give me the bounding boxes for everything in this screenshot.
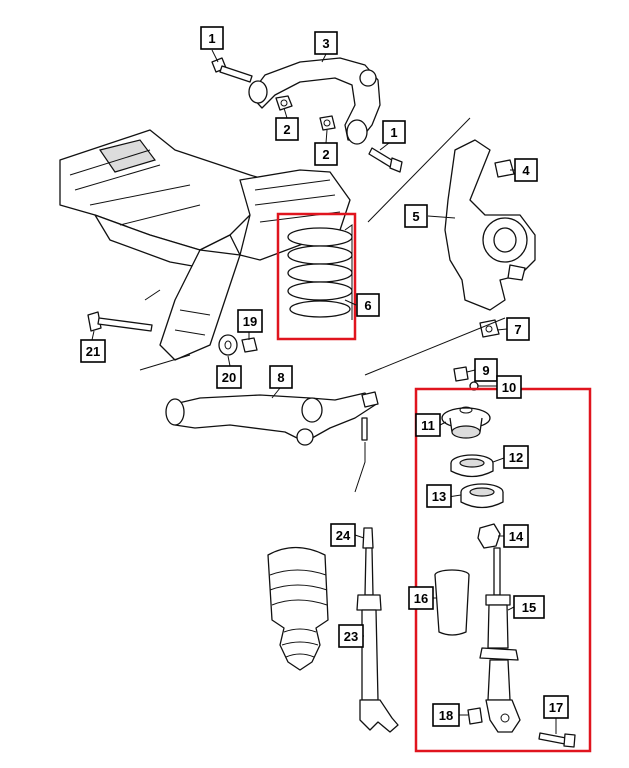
svg-text:4: 4 [522, 163, 530, 178]
svg-text:12: 12 [509, 450, 523, 465]
callout-23[interactable]: 23 [338, 624, 364, 648]
svg-text:1: 1 [390, 125, 397, 140]
nut-4 [494, 159, 515, 178]
callout-16[interactable]: 16 [408, 586, 434, 610]
air-spring [267, 546, 329, 671]
svg-text:3: 3 [322, 36, 329, 51]
svg-text:18: 18 [439, 708, 453, 723]
svg-text:23: 23 [344, 629, 358, 644]
strut-assembly [479, 547, 521, 733]
coil-spring [287, 224, 353, 320]
valve-24 [362, 527, 374, 549]
svg-text:14: 14 [509, 529, 524, 544]
strut-upper-mount [441, 406, 491, 439]
svg-text:16: 16 [414, 591, 428, 606]
callout-1-lower-bolt[interactable]: 1 [382, 120, 406, 144]
bolt-17 [538, 732, 576, 748]
shock-absorber [356, 547, 399, 733]
svg-text:20: 20 [222, 370, 236, 385]
dust-boot [434, 569, 470, 636]
svg-text:6: 6 [364, 298, 371, 313]
callout-14[interactable]: 14 [503, 524, 529, 548]
svg-text:8: 8 [277, 370, 284, 385]
callout-17[interactable]: 17 [543, 695, 569, 719]
washer-20 [218, 334, 238, 356]
nut-19 [241, 337, 258, 353]
highlight-coil-spring [276, 212, 357, 341]
callout-9[interactable]: 9 [474, 358, 498, 382]
svg-text:5: 5 [412, 209, 419, 224]
lower-control-arm [165, 391, 379, 493]
nut-2-left [275, 95, 293, 111]
svg-text:17: 17 [549, 700, 563, 715]
steering-knuckle [444, 139, 536, 311]
callout-20[interactable]: 20 [216, 365, 242, 389]
guide-line-lower [364, 317, 506, 376]
callout-24[interactable]: 24 [330, 523, 356, 547]
callout-1-upper-bolt[interactable]: 1 [200, 26, 224, 50]
guide-line-knuckle [367, 117, 471, 223]
svg-text:9: 9 [482, 363, 489, 378]
svg-text:24: 24 [336, 528, 351, 543]
bolt-1-lower [368, 147, 403, 173]
upper-control-arm [248, 57, 381, 145]
callout-4[interactable]: 4 [514, 158, 538, 182]
callout-7[interactable]: 7 [506, 317, 530, 341]
nut-9 [453, 366, 469, 382]
callout-2-left[interactable]: 2 [275, 117, 299, 141]
nut-7 [479, 319, 500, 338]
callout-8[interactable]: 8 [269, 365, 293, 389]
callout-10[interactable]: 10 [496, 375, 522, 399]
svg-text:19: 19 [243, 314, 257, 329]
svg-text:10: 10 [502, 380, 516, 395]
svg-text:21: 21 [86, 344, 100, 359]
callout-19[interactable]: 19 [237, 309, 263, 333]
callout-21[interactable]: 21 [80, 339, 106, 363]
svg-text:11: 11 [421, 418, 435, 433]
callout-6[interactable]: 6 [356, 293, 380, 317]
callout-18[interactable]: 18 [432, 703, 460, 727]
callout-12[interactable]: 12 [503, 445, 529, 469]
nut-2-center [319, 115, 336, 131]
callout-11[interactable]: 11 [415, 413, 441, 437]
svg-text:2: 2 [283, 122, 290, 137]
svg-text:15: 15 [522, 600, 536, 615]
nut-18 [467, 707, 483, 725]
callout-5[interactable]: 5 [404, 204, 428, 228]
bolt-1-upper [211, 57, 253, 83]
callout-3[interactable]: 3 [314, 31, 338, 55]
jounce-bumper [477, 523, 501, 549]
svg-text:2: 2 [322, 147, 329, 162]
svg-text:7: 7 [514, 322, 521, 337]
callout-15[interactable]: 15 [513, 595, 545, 619]
svg-text:1: 1 [208, 31, 215, 46]
spring-isolator [460, 483, 504, 509]
callout-2-center[interactable]: 2 [314, 142, 338, 166]
bolt-21 [87, 311, 153, 332]
strut-bearing [450, 454, 494, 478]
callout-13[interactable]: 13 [426, 484, 452, 508]
svg-text:13: 13 [432, 489, 446, 504]
